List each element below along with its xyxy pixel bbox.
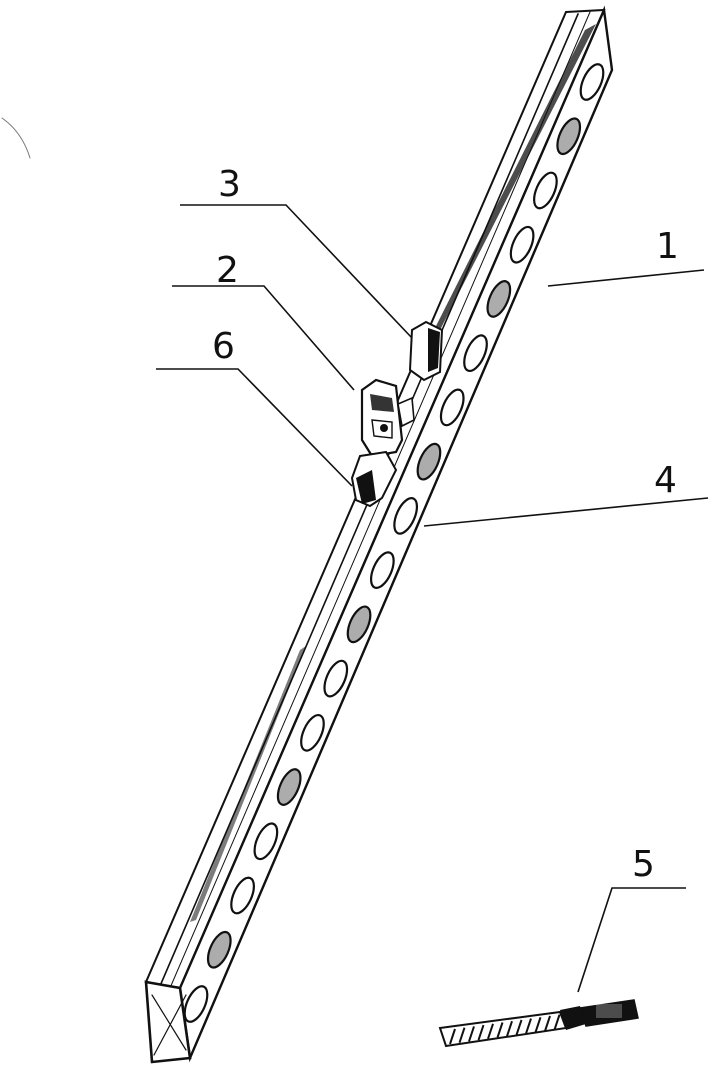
screw-hole [509, 225, 535, 264]
screw-hole [253, 822, 279, 861]
thread-tick [458, 1027, 466, 1044]
screw-holes [183, 63, 605, 1023]
thread-tick [496, 1022, 504, 1038]
scan-artifact-arc [1, 117, 31, 159]
screw-hole [323, 659, 349, 698]
screw-hole [439, 388, 465, 427]
screw-hole [183, 985, 209, 1023]
leader-6 [156, 368, 353, 487]
screw-hole [230, 876, 255, 915]
callout-4: 4 [654, 460, 677, 501]
bar-rail-shading [432, 24, 596, 334]
callout-2: 2 [216, 250, 239, 291]
thread-tick [534, 1016, 542, 1033]
screw-hole [369, 551, 395, 589]
screw-hole [206, 930, 232, 969]
thread-tick [449, 1028, 456, 1045]
screw-hole [416, 442, 442, 481]
thread-tick [525, 1018, 532, 1034]
leader-2 [172, 285, 355, 391]
leader-3 [180, 204, 413, 339]
screw-hole [463, 334, 488, 373]
leader-4 [423, 497, 709, 527]
leader-lines [156, 204, 709, 993]
thread-tick [515, 1019, 523, 1036]
callout-1: 1 [656, 226, 679, 267]
thread-tick [477, 1024, 485, 1041]
part-2-clamp [360, 378, 404, 458]
leader-1 [547, 269, 705, 287]
thread-tick [544, 1015, 551, 1032]
screw-hole [346, 605, 372, 644]
screw-hole [276, 768, 302, 806]
thread-tick [506, 1020, 513, 1037]
thread-tick [468, 1026, 475, 1042]
part-5-screw [438, 999, 639, 1048]
callout-3: 3 [218, 164, 241, 205]
clamp-assembly [350, 320, 444, 508]
screw-hole [579, 63, 605, 101]
callout-6: 6 [212, 326, 235, 367]
thread-tick [487, 1023, 494, 1040]
screw-hole [393, 497, 419, 535]
thread-tick [553, 1014, 561, 1031]
screw-hole [300, 713, 325, 752]
long-plate-bar [144, 5, 614, 1064]
screw-thread [449, 1014, 561, 1045]
callout-5: 5 [632, 844, 655, 885]
callout-labels: 1 2 3 4 5 6 [212, 164, 679, 885]
leader-5 [577, 887, 686, 993]
screw-hole [556, 117, 582, 156]
screw-hole [486, 280, 512, 318]
screw-hole [533, 171, 558, 210]
